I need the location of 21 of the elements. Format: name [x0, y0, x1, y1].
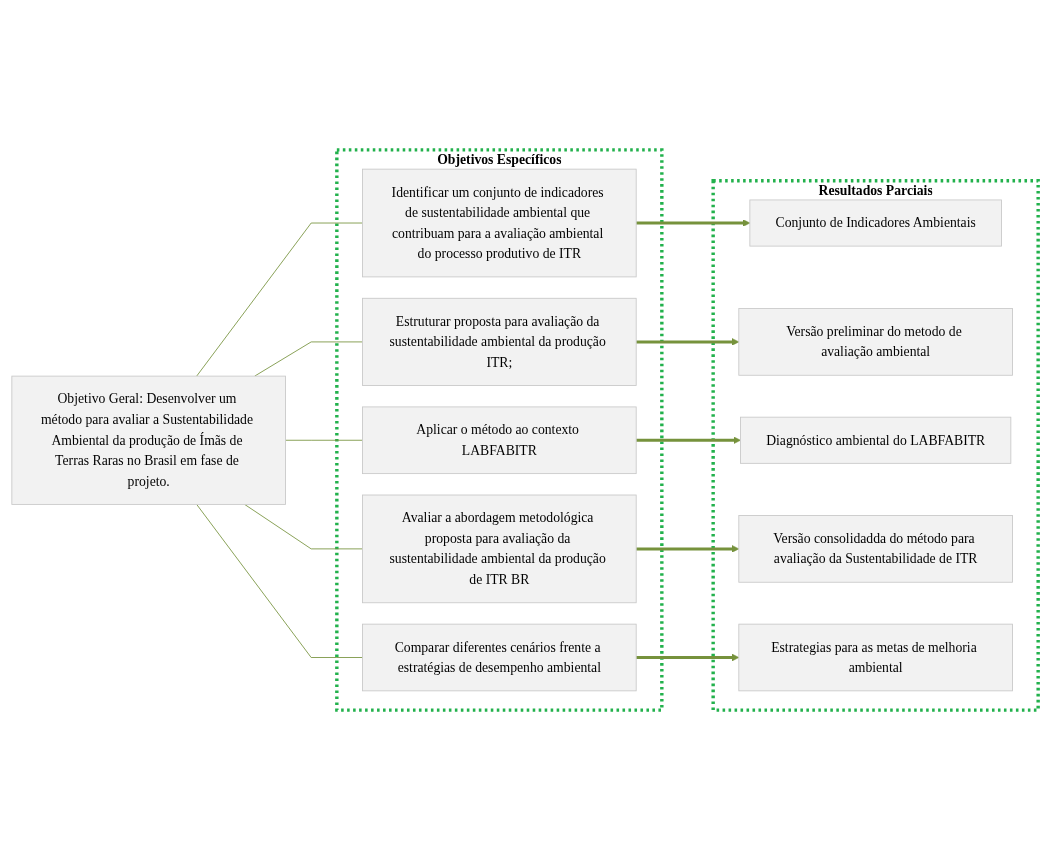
arrow — [636, 219, 751, 227]
node-box: Aplicar o método ao contexto LABFABITR — [362, 406, 637, 475]
node-box: Estruturar proposta para avaliação da sustentabilidade ambiental da produção ITR; — [362, 297, 637, 386]
node-box: Diagnóstico ambiental do LABFABITR — [740, 416, 1012, 464]
connector — [244, 504, 363, 550]
node-box: Estrategias para as metas de melhoria ambiental — [738, 623, 1013, 692]
node-box: Comparar diferentes cenários frente a estratégias de desempenho ambiental — [362, 623, 637, 692]
node-box: Conjunto de Indicadores Ambientais — [749, 199, 1002, 247]
connector — [285, 439, 363, 441]
arrow — [636, 653, 740, 662]
node-box: Identificar um conjunto de indicadores de sustentabilidade ambiental que contribuam para a avaliação ambiental do processo produtivo de ITR — [362, 168, 637, 278]
node-box: Avaliar a abordagem metodológica proposta para avaliação da sustentabilidade ambiental da produção de ITR BR — [362, 494, 637, 604]
node-box: Versão preliminar do metodo de avaliação ambiental — [738, 308, 1013, 376]
node-box: Objetivo Geral: Desenvolver um método para avaliar a Sustentabilidade Ambiental da produção de Ímãs de Terras Raras no Brasil em fase de projeto. — [11, 375, 286, 505]
connector — [196, 222, 363, 377]
arrow — [636, 545, 740, 553]
node-box: Versão consolidadda do método para avaliação da Sustentabilidade de ITR — [738, 515, 1013, 583]
arrow — [636, 338, 740, 346]
connector — [196, 504, 363, 658]
connector — [254, 341, 363, 377]
arrow — [636, 436, 741, 445]
